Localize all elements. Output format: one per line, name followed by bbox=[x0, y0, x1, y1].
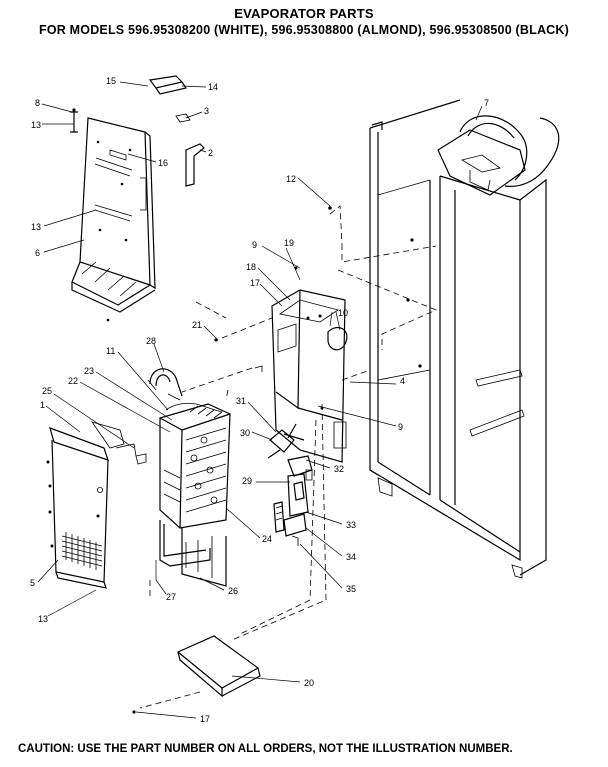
model-subtitle: FOR MODELS 596.95308200 (WHITE), 596.953… bbox=[39, 23, 569, 37]
callout-leader-lines bbox=[37, 81, 397, 719]
callout-32: 32 bbox=[334, 464, 344, 474]
callout-5: 5 bbox=[30, 578, 35, 588]
refrigerator-cabinet bbox=[369, 99, 547, 579]
callout-34: 34 bbox=[346, 552, 356, 562]
callout-35: 35 bbox=[346, 584, 356, 594]
part-28-tubing bbox=[147, 368, 183, 401]
callout-25: 25 bbox=[42, 386, 52, 396]
callout-17-lower: 17 bbox=[200, 714, 210, 724]
callout-20: 20 bbox=[304, 678, 314, 688]
callout-31: 31 bbox=[236, 396, 246, 406]
evaporator-fan-housing bbox=[254, 289, 348, 463]
callout-1: 1 bbox=[40, 400, 45, 410]
callout-15: 15 bbox=[106, 76, 116, 86]
callout-13-upper: 13 bbox=[31, 120, 41, 130]
callout-29: 29 bbox=[242, 476, 252, 486]
upper-small-parts bbox=[70, 75, 205, 187]
callout-16: 16 bbox=[158, 158, 168, 168]
callout-9-upper: 9 bbox=[252, 240, 257, 250]
callout-23: 23 bbox=[84, 366, 94, 376]
callout-24: 24 bbox=[262, 534, 272, 544]
callout-2: 2 bbox=[208, 148, 213, 158]
callout-6: 6 bbox=[35, 248, 40, 258]
part-6-back-panel bbox=[71, 117, 156, 322]
caution-text: USE THE PART NUMBER ON ALL ORDERS, NOT T… bbox=[77, 743, 513, 755]
callout-12: 12 bbox=[286, 174, 296, 184]
callout-7: 7 bbox=[484, 98, 489, 108]
callout-9-lower: 9 bbox=[398, 422, 403, 432]
callout-13-lower: 13 bbox=[38, 614, 48, 624]
callout-17-upper: 17 bbox=[250, 278, 260, 288]
callout-27: 27 bbox=[166, 592, 176, 602]
heater-assembly bbox=[159, 520, 227, 587]
part-7-tubing-assembly bbox=[437, 105, 560, 196]
caution-label: CAUTION: bbox=[18, 743, 75, 755]
evaporator-coil bbox=[159, 402, 231, 529]
callout-19: 19 bbox=[284, 238, 294, 248]
callout-30: 30 bbox=[240, 428, 250, 438]
callout-13-middle: 13 bbox=[31, 222, 41, 232]
callout-18: 18 bbox=[246, 262, 256, 272]
callout-8: 8 bbox=[35, 98, 40, 108]
callout-3: 3 bbox=[204, 106, 209, 116]
callout-22: 22 bbox=[68, 376, 78, 386]
callout-33: 33 bbox=[346, 520, 356, 530]
callout-26: 26 bbox=[228, 586, 238, 596]
callout-14: 14 bbox=[208, 82, 218, 92]
callout-10: 10 bbox=[338, 308, 348, 318]
part-20-drain-trough bbox=[176, 635, 261, 698]
caution-note: CAUTION: USE THE PART NUMBER ON ALL ORDE… bbox=[18, 743, 513, 755]
callout-4: 4 bbox=[400, 376, 405, 386]
callout-11: 11 bbox=[106, 346, 115, 356]
callout-labels: 15 14 8 3 13 16 2 13 6 7 12 9 19 18 17 1… bbox=[30, 76, 489, 724]
assembly-dashed-lines bbox=[139, 205, 438, 709]
callout-21: 21 bbox=[192, 320, 202, 330]
fan-motor-assembly bbox=[267, 423, 313, 546]
callout-28: 28 bbox=[146, 336, 156, 346]
page-title: EVAPORATOR PARTS bbox=[234, 6, 374, 21]
part-1-and-5-cover bbox=[46, 421, 147, 589]
